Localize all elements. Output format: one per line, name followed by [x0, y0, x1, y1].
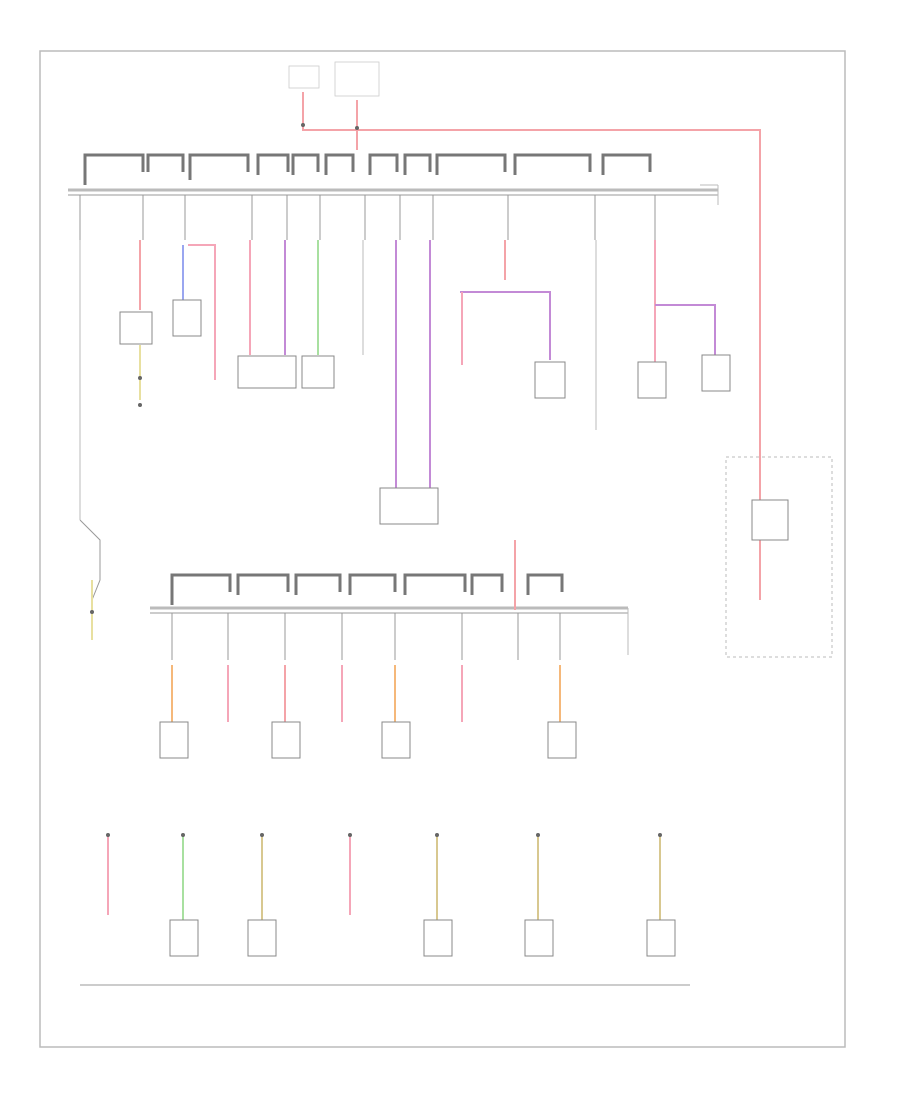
component-box: [237, 355, 297, 389]
component-box: [271, 721, 301, 759]
component-box: [159, 721, 189, 759]
component-box: [119, 311, 153, 345]
bottom-branch-wires: [107, 835, 661, 920]
component-box: [301, 355, 335, 389]
component-box: [172, 299, 202, 337]
sub-module-outline: [725, 456, 833, 658]
left-switch-section: [79, 376, 142, 640]
component-box: [169, 919, 199, 957]
component-box: [547, 721, 577, 759]
component-box: [423, 919, 453, 957]
component-box: [751, 499, 789, 541]
top-power-inputs: [288, 61, 761, 600]
component-box: [381, 721, 411, 759]
component-box: [646, 919, 676, 957]
component-box: [379, 487, 439, 525]
upper-branch-wires: [79, 240, 716, 520]
lower-fuse-block: [150, 540, 629, 660]
component-box: [247, 919, 277, 957]
component-box: [534, 361, 566, 399]
component-box: [637, 361, 667, 399]
component-box: [524, 919, 554, 957]
upper-fuse-block: [68, 153, 719, 240]
component-box: [701, 354, 731, 392]
bottom-components: [80, 833, 690, 986]
lower-branch-wires: [171, 665, 561, 722]
upper-components: [119, 299, 833, 658]
lower-components: [159, 721, 577, 759]
diagram-frame: [39, 50, 846, 1048]
